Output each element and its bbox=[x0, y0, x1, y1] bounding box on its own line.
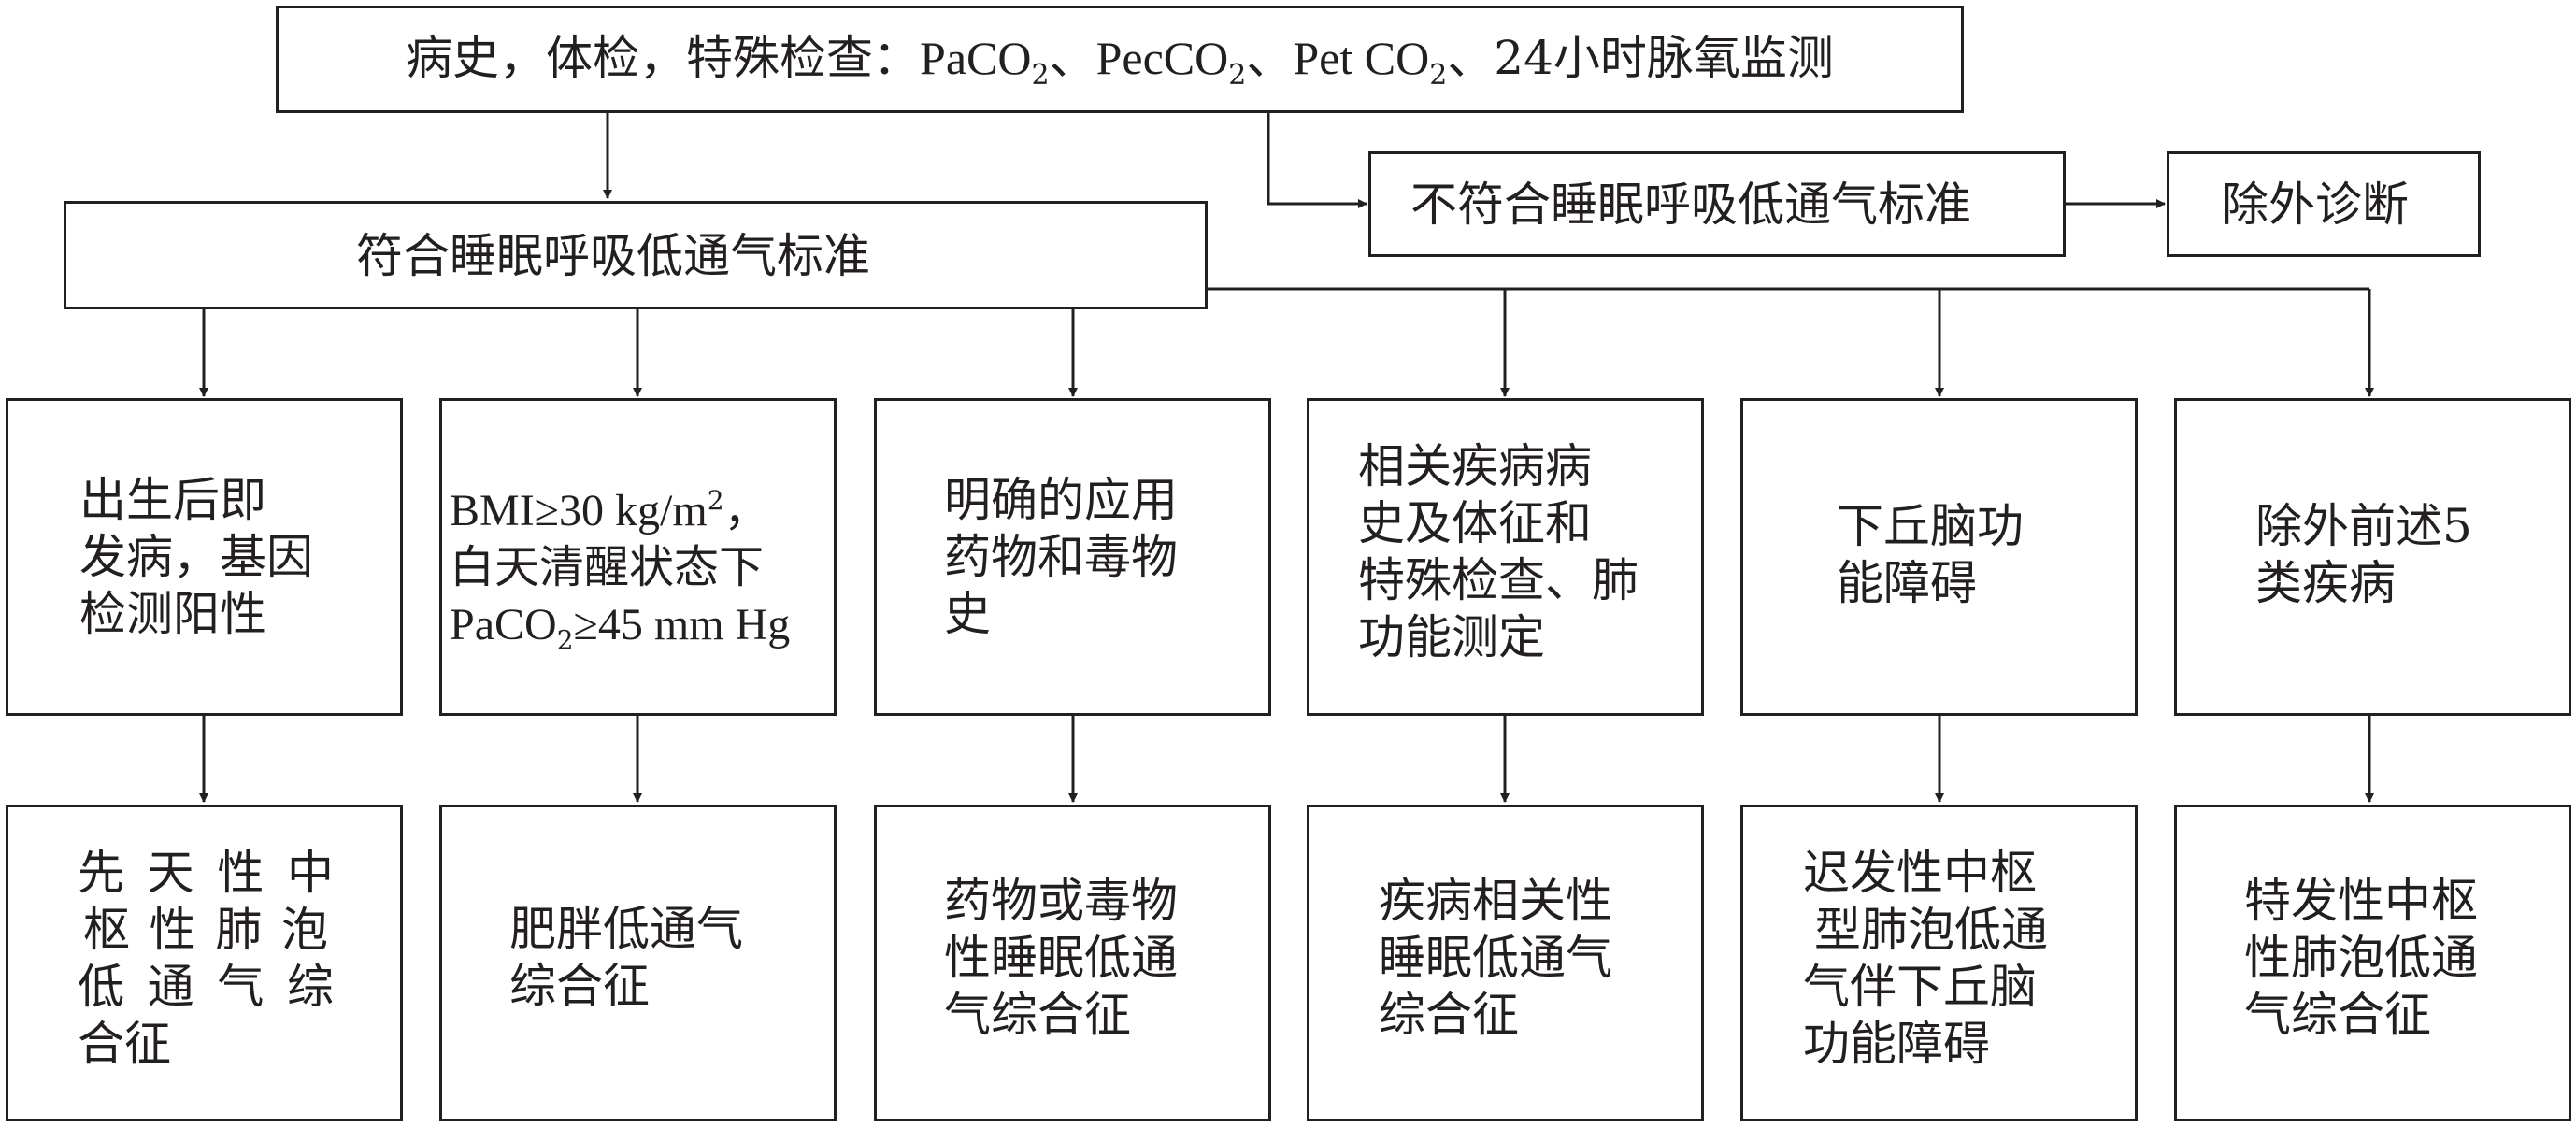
diagnosis-text-6: 特发性中枢 性肺泡低通 气综合征 bbox=[2244, 874, 2478, 1042]
diagnosis-text-4: 疾病相关性 睡眠低通气 综合征 bbox=[1379, 874, 1612, 1042]
diagnosis-box-2: 肥胖低通气 综合征 bbox=[439, 805, 837, 1121]
diagnosis-1-line-1: 先天性中 bbox=[78, 846, 334, 900]
finding-box-4: 相关疾病病 史及体征和 特殊检查、肺 功能测定 bbox=[1307, 398, 1704, 716]
finding-box-3: 明确的应用 药物和毒物 史 bbox=[874, 398, 1271, 716]
finding-text-1: 出生后即 发病，基因 检测阳性 bbox=[79, 473, 313, 641]
diagnosis-box-5: 迟发性中枢 型肺泡低通 气伴下丘脑 功能障碍 bbox=[1740, 805, 2138, 1121]
workup-text: 病史，体检，特殊检查：PaCO2、PecCO2、Pet CO2、24小时脉氧监测 bbox=[406, 31, 1834, 92]
criteria-met-box: 符合睡眠呼吸低通气标准 bbox=[64, 201, 1208, 309]
finding-text-2: BMI≥30 kg/m2， 白天清醒状态下 PaCO2≥45 mm Hg bbox=[450, 484, 791, 656]
finding-text-3: 明确的应用 药物和毒物 史 bbox=[944, 473, 1178, 641]
criteria-met-label: 符合睡眠呼吸低通气标准 bbox=[356, 229, 870, 283]
diagnosis-box-1: 先天性中 枢性肺泡 低通气综 合征 bbox=[6, 805, 403, 1121]
diagnosis-box-4: 疾病相关性 睡眠低通气 综合征 bbox=[1307, 805, 1704, 1121]
criteria-not-met-label: 不符合睡眠呼吸低通气标准 bbox=[1410, 178, 1971, 232]
arrow-top-to-not-met bbox=[1267, 112, 1367, 208]
exclude-label: 除外诊断 bbox=[2222, 178, 2409, 232]
diagnosis-text-3: 药物或毒物 性睡眠低通 气综合征 bbox=[944, 874, 1178, 1042]
criteria-not-met-box: 不符合睡眠呼吸低通气标准 bbox=[1368, 151, 2066, 257]
finding-text-6: 除外前述5 类疾病 bbox=[2255, 499, 2472, 610]
finding-box-5: 下丘脑功 能障碍 bbox=[1740, 398, 2138, 716]
diagnosis-1-line-2: 枢性肺泡 bbox=[83, 903, 328, 957]
diagnosis-text-2: 肥胖低通气 综合征 bbox=[509, 902, 743, 1013]
finding-box-1: 出生后即 发病，基因 检测阳性 bbox=[6, 398, 403, 716]
finding-text-4: 相关疾病病 史及体征和 特殊检查、肺 功能测定 bbox=[1358, 439, 1639, 664]
finding-box-2: BMI≥30 kg/m2， 白天清醒状态下 PaCO2≥45 mm Hg bbox=[439, 398, 837, 716]
workup-box: 病史，体检，特殊检查：PaCO2、PecCO2、Pet CO2、24小时脉氧监测 bbox=[276, 6, 1964, 113]
diagnosis-1-line-3: 低通气综 bbox=[78, 960, 334, 1014]
diagnosis-text-5: 迟发性中枢 型肺泡低通 气伴下丘脑 功能障碍 bbox=[1803, 846, 2048, 1071]
diagnosis-box-3: 药物或毒物 性睡眠低通 气综合征 bbox=[874, 805, 1271, 1121]
finding-text-5: 下丘脑功 能障碍 bbox=[1837, 499, 2024, 610]
diagnosis-box-6: 特发性中枢 性肺泡低通 气综合征 bbox=[2174, 805, 2571, 1121]
diagnosis-text-1: 先天性中 枢性肺泡 低通气综 合征 bbox=[78, 845, 334, 1073]
finding-box-6: 除外前述5 类疾病 bbox=[2174, 398, 2571, 716]
diagnosis-1-line-4: 合征 bbox=[78, 1017, 171, 1071]
exclude-box: 除外诊断 bbox=[2167, 151, 2481, 257]
